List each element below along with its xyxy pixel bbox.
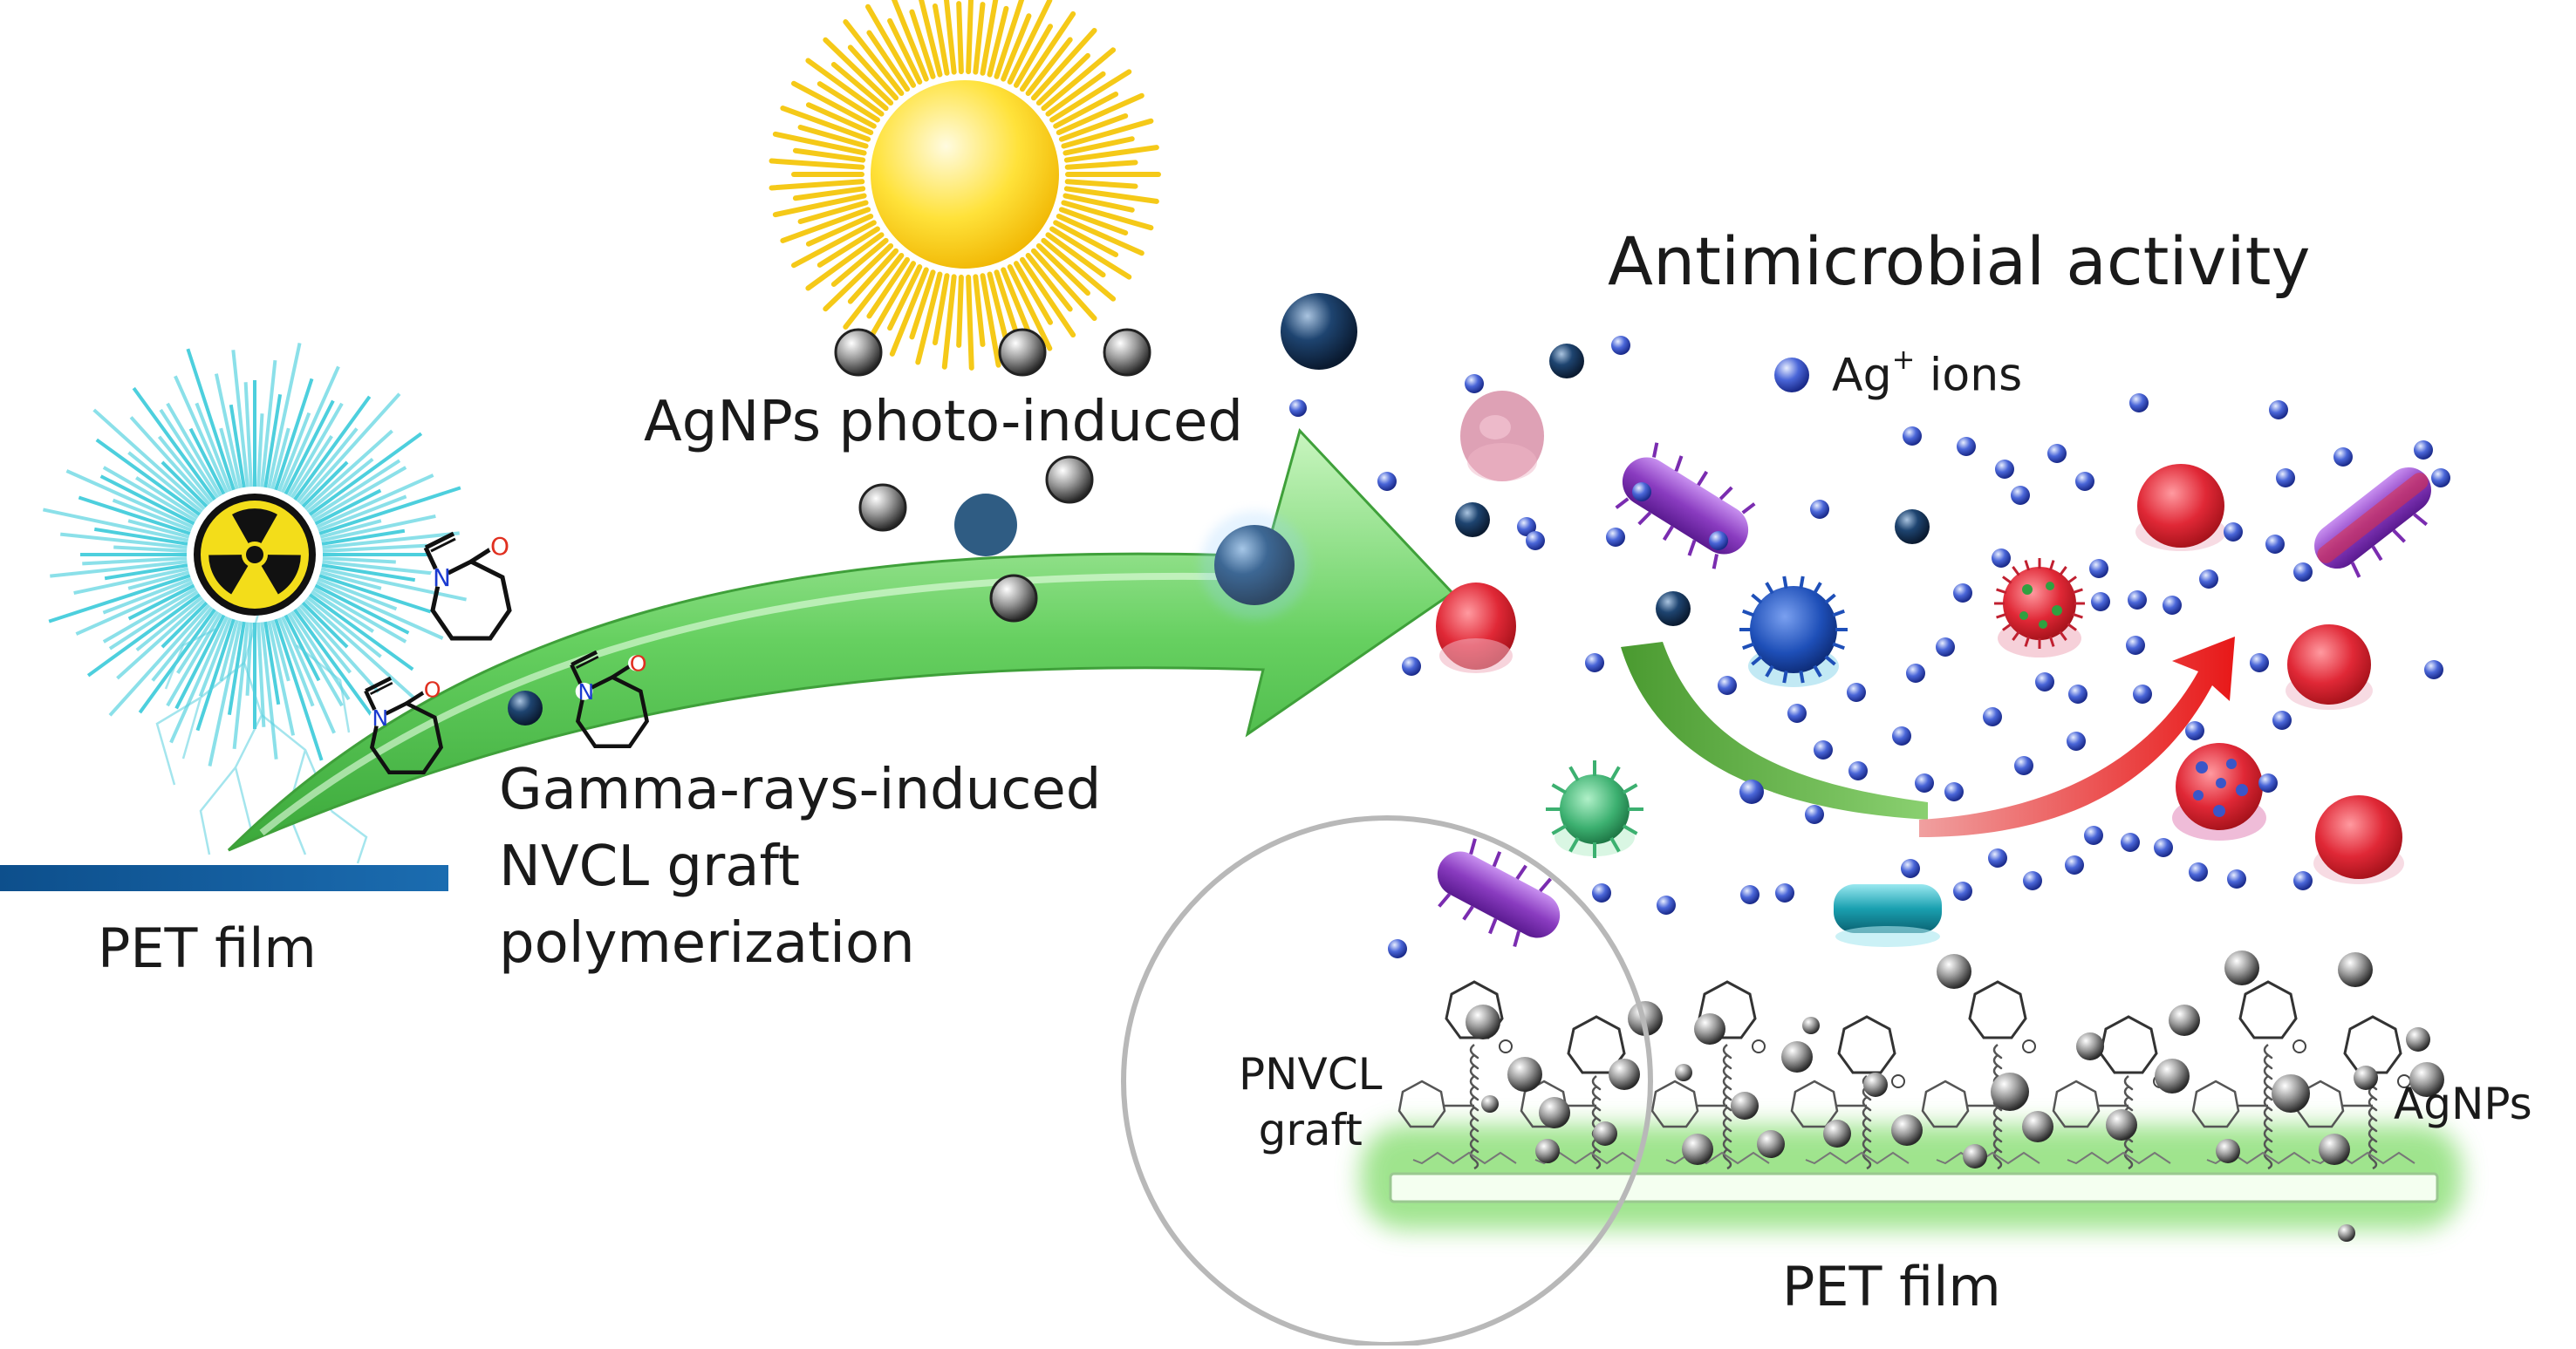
ag-ions-legend-label: Ag+ ions [1832, 344, 2023, 402]
bacterium-icon [2172, 743, 2266, 841]
silver-nanoparticles-film [1466, 950, 2444, 1242]
ions-word: ions [1915, 349, 2023, 402]
bacterium-icon [2313, 795, 2404, 884]
pet-film-label-left: PET film [98, 916, 317, 980]
gamma-cracks [155, 601, 368, 864]
nvcl-monomer-icon: N O [426, 532, 509, 638]
bacterium-icon [1546, 760, 1643, 858]
ag-ion-icon [1774, 358, 1809, 392]
ag-charge: + [1891, 343, 1916, 376]
sun-icon [769, 0, 1161, 371]
silver-nanoparticles-top [834, 293, 1357, 623]
pet-film-label-right: PET film [1782, 1255, 2001, 1318]
pet-film-right [1389, 1172, 2439, 1203]
pnvcl-highlight-circle [1121, 815, 1653, 1347]
gamma-label-line1: Gamma-rays-induced [499, 758, 1102, 822]
svg-text:N: N [577, 679, 594, 705]
ag-symbol: Ag [1832, 349, 1892, 402]
gamma-grafting-label: Gamma-rays-induced NVCL graft polymeriza… [499, 752, 1101, 982]
svg-text:O: O [424, 677, 441, 702]
svg-text:N: N [372, 705, 388, 731]
agnps-label-right: AgNPs [2394, 1079, 2532, 1129]
svg-text:O: O [490, 532, 509, 561]
bacterium-icon [2286, 624, 2373, 710]
antimicrobial-title: Antimicrobial activity [1608, 222, 2311, 300]
svg-text:O: O [630, 651, 647, 676]
gamma-label-line2: NVCL graft [499, 835, 800, 899]
bacterium-icon [1460, 391, 1544, 481]
bacterium-icon [1834, 884, 1942, 947]
bacterium-icon [2314, 467, 2431, 578]
curve-arrow-green [1621, 642, 1928, 820]
pet-film-bar-left [0, 865, 448, 891]
curve-arrow-red [1919, 637, 2235, 837]
bacterium-icon [2135, 464, 2226, 551]
bacterium-icon [1994, 558, 2085, 657]
bacterium-icon [1437, 838, 1561, 948]
gamma-label-line3: polymerization [499, 911, 915, 976]
ag-ion-cloud [1377, 336, 2450, 958]
bacterium-icon [1739, 576, 1848, 687]
nvcl-monomer-icon: N O [571, 651, 646, 746]
pnvcl-graft-label: PNVCL graft [1239, 1046, 1383, 1158]
photo-induced-label: AgNPs photo-induced [644, 390, 1244, 454]
pnvcl-graft-chains [1397, 980, 2415, 1170]
radiation-icon [194, 494, 316, 616]
nvcl-monomer-icon: N O [366, 677, 441, 772]
pnvcl-label-line1: PNVCL [1239, 1049, 1383, 1100]
bacterium-icon [1436, 583, 1516, 673]
bacterium-icon [1615, 442, 1756, 569]
svg-text:N: N [433, 563, 451, 592]
dark-particle [508, 691, 543, 726]
dark-particles [1455, 344, 1930, 804]
pnvcl-label-line2: graft [1258, 1105, 1363, 1155]
gamma-burst-rays [43, 343, 467, 766]
